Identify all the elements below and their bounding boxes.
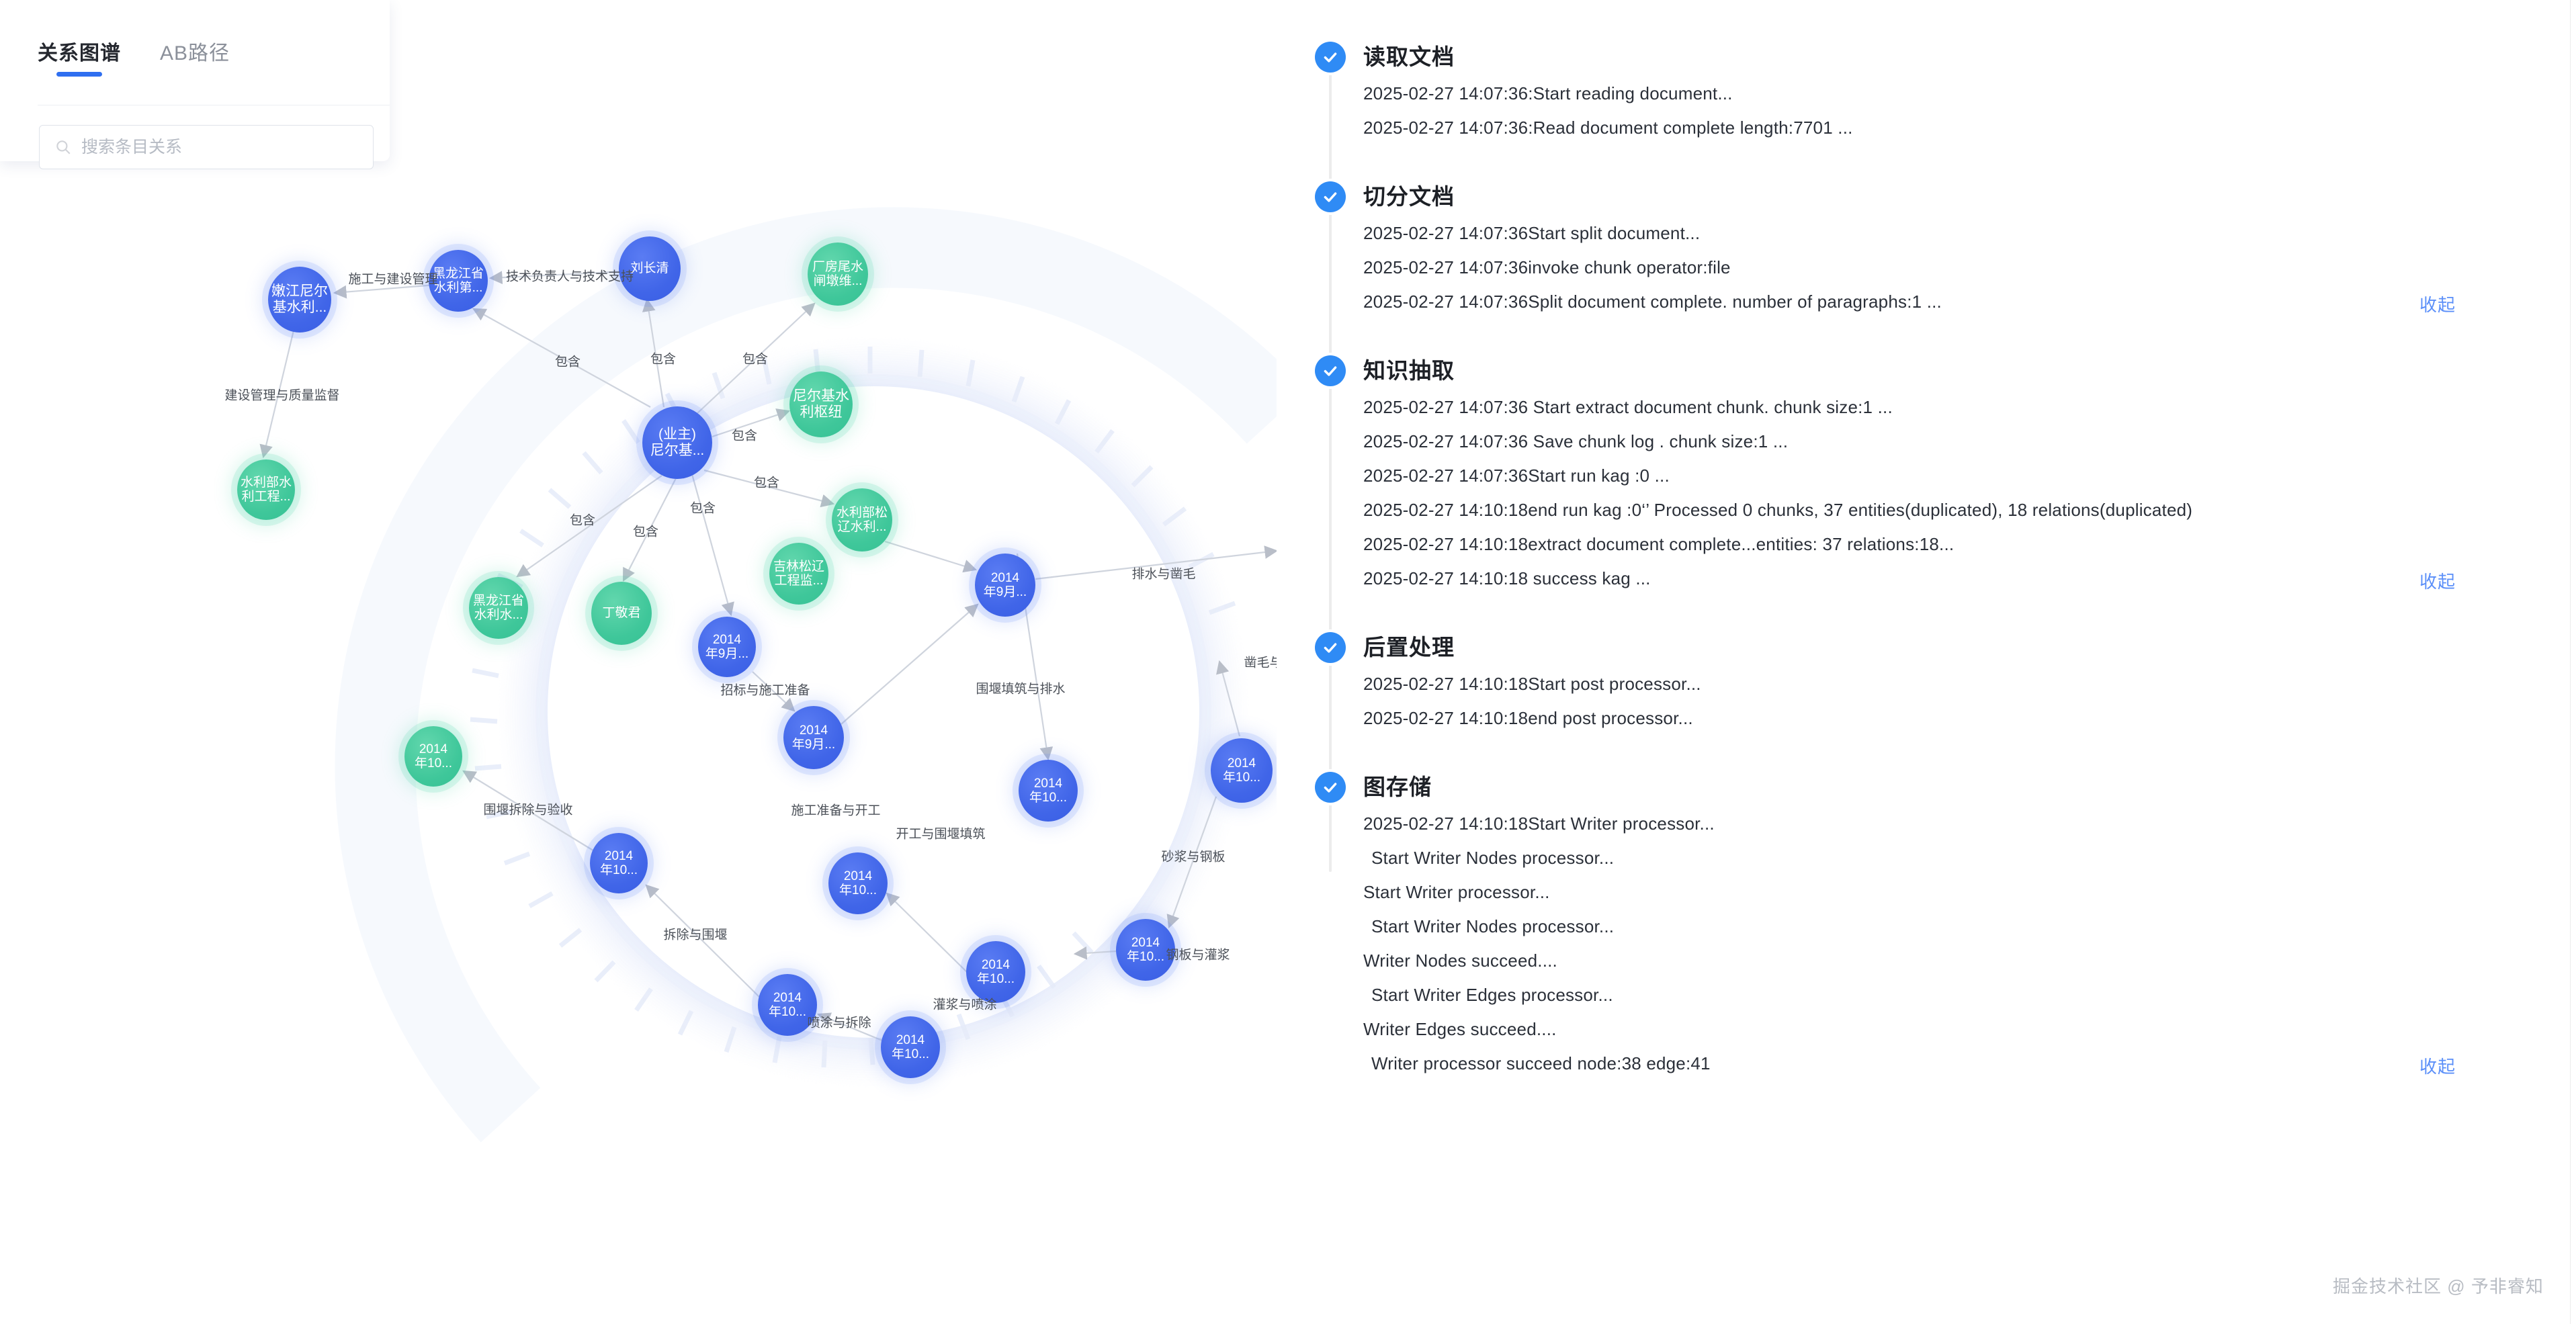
graph-node[interactable]: 嫩江尼尔 基水利...: [268, 267, 331, 333]
graph-node[interactable]: 2014 年10...: [881, 1016, 940, 1078]
log-line: Writer processor succeed node:38 edge:41: [1371, 1053, 1711, 1073]
graph-node[interactable]: 黑龙江省 水利水...: [469, 577, 528, 639]
graph-node[interactable]: 黑龙江省 水利第...: [429, 250, 488, 312]
step-complete-check-icon: [1315, 772, 1346, 803]
log-line: 2025-02-27 14:07:36:Read document comple…: [1363, 118, 1853, 138]
log-line: 2025-02-27 14:10:18 success kag ...: [1363, 568, 1651, 588]
log-line: Writer Nodes succeed....: [1363, 951, 1557, 971]
step-complete-check-icon: [1315, 632, 1346, 663]
step-title: 读取文档: [1363, 44, 1455, 69]
log-line: 2025-02-27 14:07:36invoke chunk operator…: [1363, 257, 1731, 277]
search-icon: [56, 140, 71, 155]
log-line: 2025-02-27 14:07:36:Start reading docume…: [1363, 83, 1733, 103]
step-complete-check-icon: [1315, 355, 1346, 386]
graph-node[interactable]: 2014 年10...: [758, 974, 817, 1036]
graph-node[interactable]: 2014 年10...: [1211, 738, 1273, 803]
graph-node[interactable]: 2014 年10...: [1116, 919, 1175, 981]
graph-node[interactable]: 厂房尾水 闸墩维...: [808, 242, 868, 306]
log-line: Start Writer processor...: [1363, 882, 1550, 902]
log-line: 2025-02-27 14:07:36 Save chunk log . chu…: [1363, 431, 1789, 451]
search-box[interactable]: [39, 125, 374, 169]
graph-node[interactable]: 水利部松 辽水利...: [832, 488, 892, 551]
graph-node[interactable]: 2014 年10...: [966, 941, 1025, 1003]
relation-graph-panel[interactable]: 关系图谱 AB路径 嫩江尼尔 基水利... 黑龙江省 水利第... 刘长清 厂房尾水 …: [0, 0, 1277, 1324]
graph-node[interactable]: 尼尔基水 利枢纽: [789, 371, 853, 437]
collapse-link[interactable]: 收起: [2419, 1057, 2456, 1077]
log-line: 2025-02-27 14:07:36Split document comple…: [1363, 292, 1942, 312]
step-title: 知识抽取: [1363, 358, 1455, 383]
tab-ab-path[interactable]: AB路径: [160, 42, 230, 64]
graph-node[interactable]: 刘长清: [619, 236, 681, 301]
pipeline-log-panel: 读取文档 2025-02-27 14:07:36:Start reading do…: [1277, 0, 2576, 1324]
log-line: 2025-02-27 14:07:36Start split document.…: [1363, 223, 1701, 243]
step-title: 后置处理: [1363, 635, 1455, 660]
pipeline-timeline: 读取文档 2025-02-27 14:07:36:Start reading do…: [1277, 0, 2576, 1324]
log-line: 2025-02-27 14:10:18end post processor...: [1363, 708, 1693, 728]
pipeline-step: 读取文档 2025-02-27 14:07:36:Start reading do…: [1277, 42, 2540, 159]
log-line: 2025-02-27 14:10:18end run kag :0‘’ Proc…: [1363, 500, 2193, 520]
graph-node[interactable]: 2014 年9月...: [975, 554, 1035, 617]
graph-node[interactable]: (业主) 尼尔基...: [642, 406, 712, 479]
log-line: 2025-02-27 14:10:18extract document comp…: [1363, 534, 1955, 554]
decorative-arc: [335, 207, 1277, 1143]
collapse-link[interactable]: 收起: [2419, 572, 2456, 592]
graph-node[interactable]: 2014 年9月...: [698, 617, 756, 677]
tab-relation-graph[interactable]: 关系图谱: [38, 36, 121, 77]
graph-node[interactable]: 2014 年10...: [1019, 760, 1078, 822]
watermark: 掘金技术社区 @ 予非睿知: [2333, 1276, 2544, 1296]
graph-edges: [259, 270, 1277, 1049]
log-line: Start Writer Nodes processor...: [1371, 848, 1615, 868]
pipeline-step: 知识抽取 2025-02-27 14:07:36 Start extract do…: [1277, 355, 2540, 609]
search-input[interactable]: [80, 136, 373, 158]
log-line: Writer Edges succeed....: [1363, 1019, 1557, 1039]
graph-node[interactable]: 2014 年10...: [590, 833, 648, 893]
log-line: 2025-02-27 14:10:18Start Writer processo…: [1363, 813, 1715, 834]
step-complete-check-icon: [1315, 181, 1346, 212]
graph-tab-card: 关系图谱 AB路径: [0, 0, 390, 169]
graph-node[interactable]: 水利部水 利工程...: [237, 459, 295, 520]
step-title: 切分文档: [1363, 184, 1455, 209]
graph-node[interactable]: 丁敬君: [591, 582, 652, 645]
graph-node[interactable]: 吉林松辽 工程监...: [769, 543, 828, 605]
pipeline-step: 图存储 2025-02-27 14:10:18Start Writer proce…: [1277, 772, 2540, 1094]
log-line: 2025-02-27 14:10:18Start post processor.…: [1363, 674, 1701, 694]
pipeline-step: 切分文档 2025-02-27 14:07:36Start split docum…: [1277, 181, 2540, 333]
step-title: 图存储: [1363, 775, 1432, 799]
log-line: Start Writer Nodes processor...: [1371, 916, 1615, 936]
pipeline-step: 后置处理 2025-02-27 14:10:18Start post proces…: [1277, 632, 2540, 749]
tab-strip: 关系图谱 AB路径: [38, 36, 230, 77]
step-complete-check-icon: [1315, 42, 1346, 73]
log-line: Start Writer Edges processor...: [1371, 985, 1613, 1005]
timeline-rail: [1329, 42, 1332, 872]
graph-node[interactable]: 2014 年9月...: [783, 706, 844, 769]
graph-canvas[interactable]: [0, 0, 1277, 1324]
collapse-link[interactable]: 收起: [2419, 295, 2456, 315]
graph-node[interactable]: 2014 年10...: [828, 852, 888, 914]
graph-node[interactable]: 2014 年10...: [404, 726, 462, 787]
log-line: 2025-02-27 14:07:36Start run kag :0 ...: [1363, 466, 1670, 486]
log-line: 2025-02-27 14:07:36 Start extract docume…: [1363, 397, 1893, 417]
